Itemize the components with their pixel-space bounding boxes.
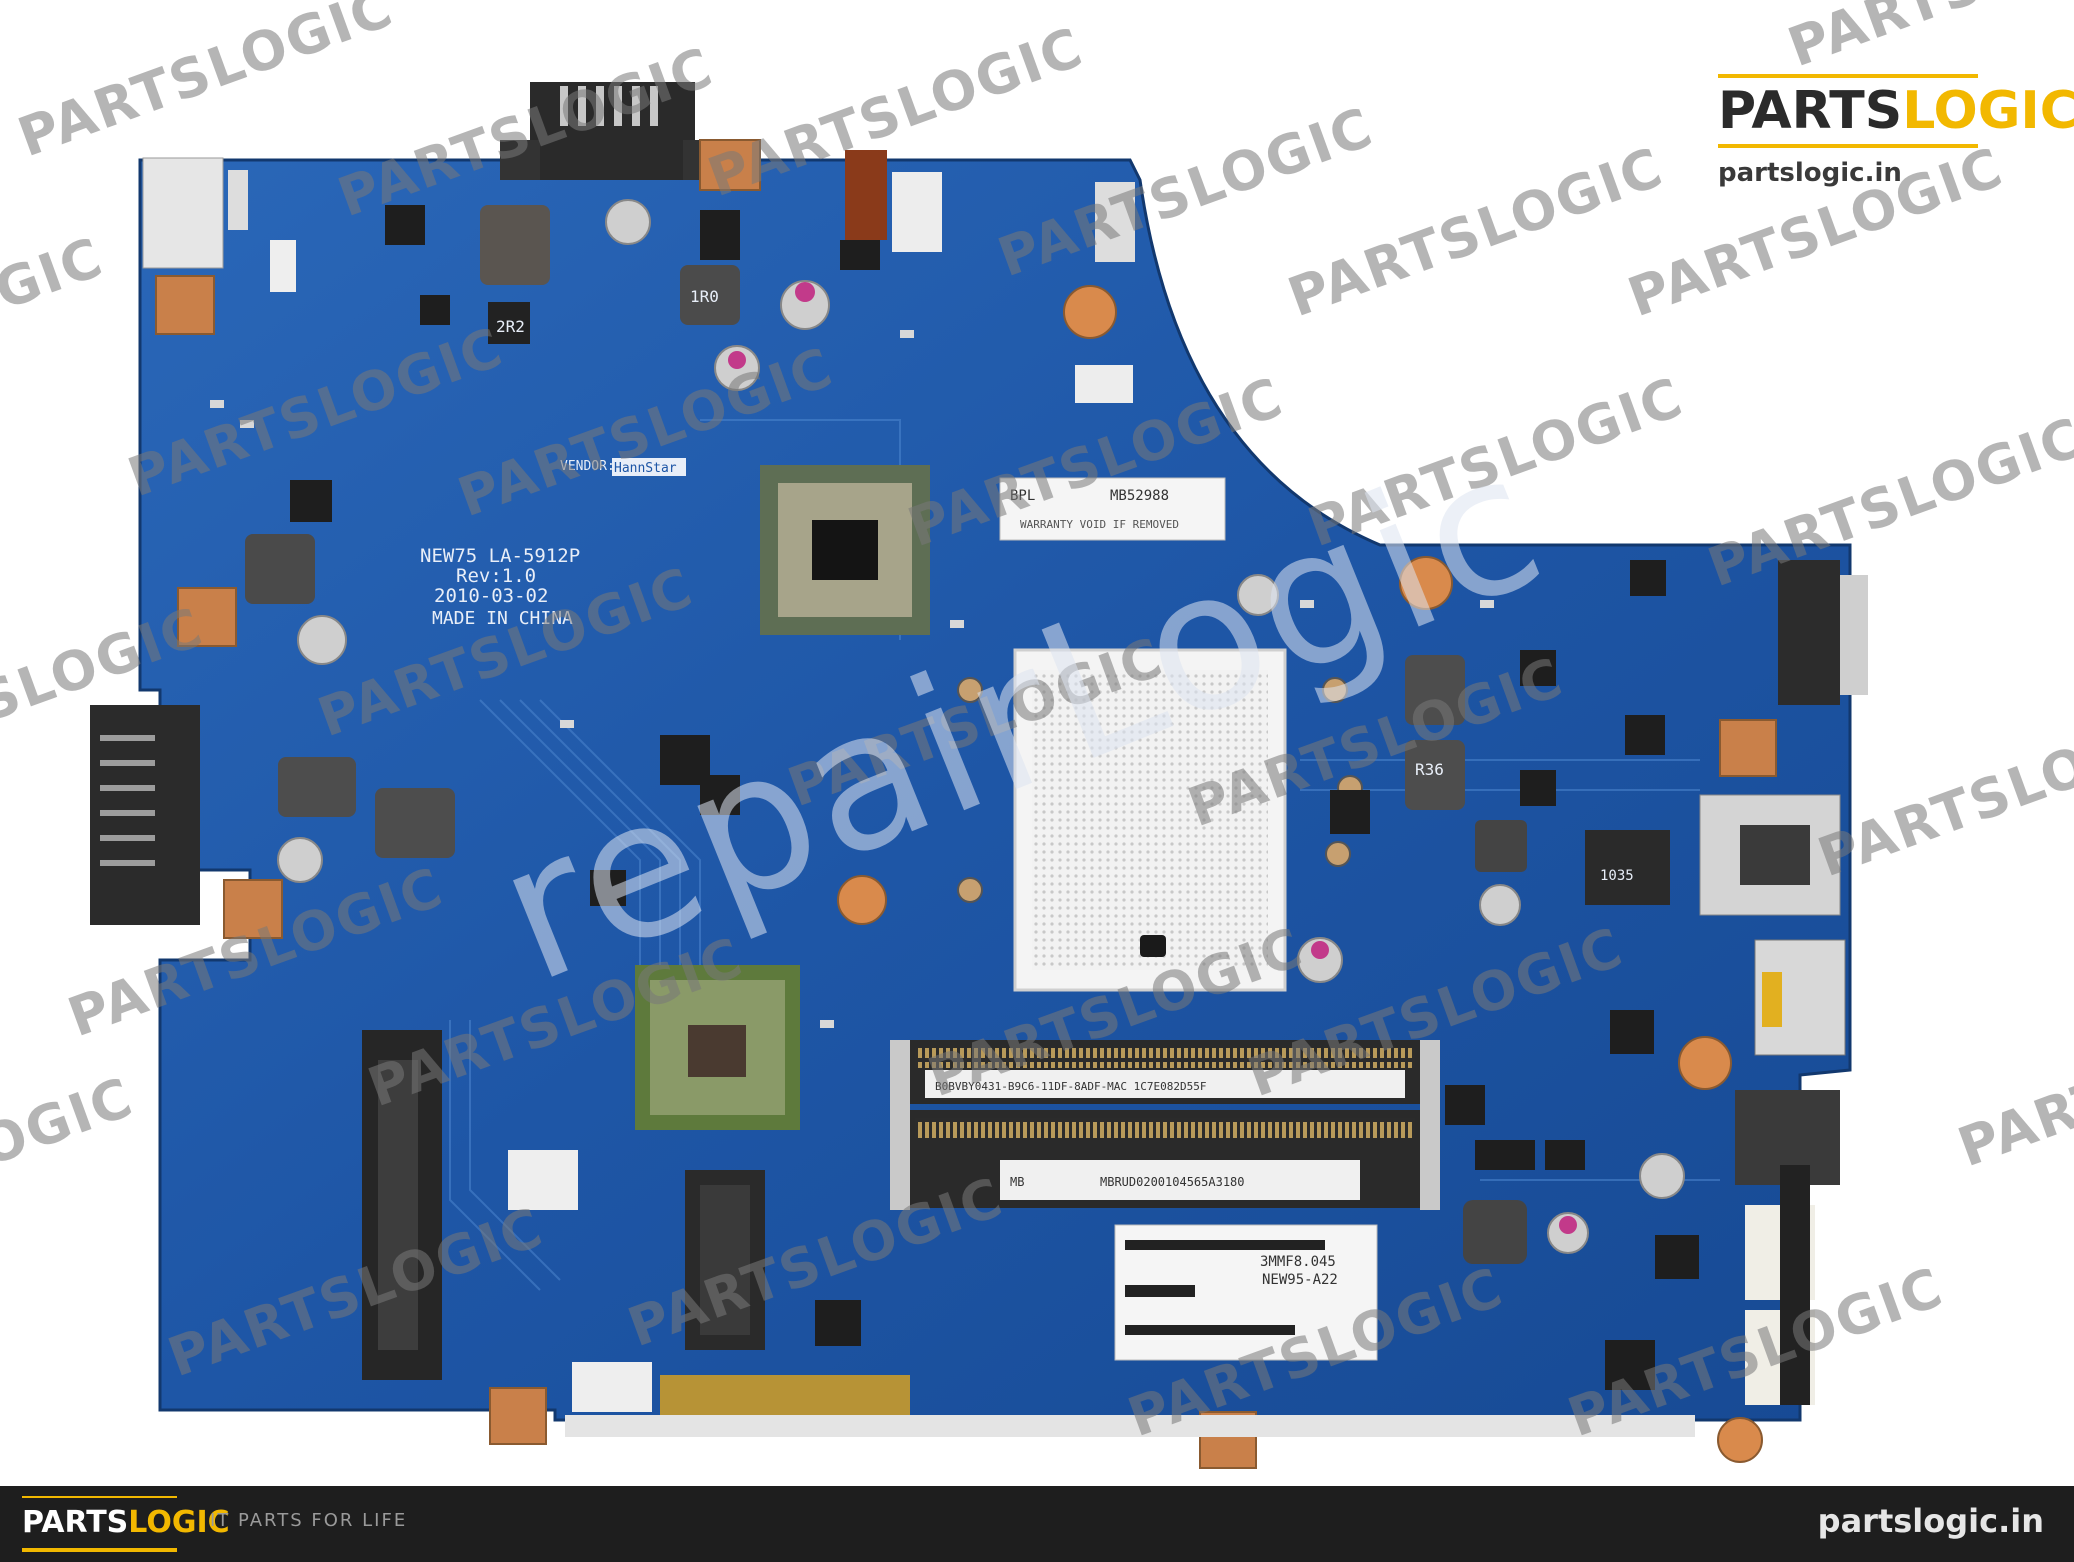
mb-serial: MBRUD0200104565A3180	[1100, 1175, 1245, 1189]
mb-prefix: MB	[1010, 1175, 1024, 1189]
vendor-label: VENDOR:	[560, 459, 615, 474]
inductor-label-r36: R36	[1415, 760, 1444, 779]
inductor-label-1r0: 1R0	[690, 287, 719, 306]
sticker-warranty: WARRANTY VOID IF REMOVED	[1020, 518, 1179, 531]
sticker-code: MB52988	[1110, 488, 1169, 504]
inductor-label-2r2: 2R2	[496, 317, 525, 336]
board-rev: Rev:1.0	[456, 565, 536, 587]
cap-code: 1035	[1600, 868, 1634, 884]
board-model: NEW75 LA-5912P	[420, 545, 580, 567]
footer-bar: PARTSLOGIC IT PARTS FOR LIFE partslogic.…	[0, 1486, 2074, 1562]
top-left-connector	[142, 157, 224, 269]
warranty-sticker	[999, 477, 1226, 541]
board-date: 2010-03-02	[434, 585, 548, 607]
logo-part-2: LOGIC	[1902, 81, 2074, 141]
mount-pad	[155, 275, 215, 335]
footer-logo-part-1: PARTS	[22, 1505, 129, 1540]
logo-part-1: PARTS	[1718, 81, 1903, 141]
inductor	[480, 205, 550, 285]
brand-url: partslogic.in	[1718, 158, 1902, 188]
footer-logo-part-2: LOGIC	[128, 1505, 230, 1540]
mac-label: B0BVBY0431-B9C6-11DF-8ADF-MAC 1C7E082D55…	[935, 1080, 1207, 1093]
footer-url[interactable]: partslogic.in	[1817, 1502, 2044, 1540]
vga-port	[1778, 560, 1840, 705]
footer-tagline: IT PARTS FOR LIFE	[210, 1510, 408, 1531]
sticker-tag: BPL	[1010, 488, 1035, 504]
brand-logo: PARTSLOGIC partslogic.in	[1718, 74, 2074, 188]
model-label: NEW95-A22	[1262, 1272, 1338, 1288]
board-origin: MADE IN CHINA	[432, 608, 573, 629]
power-connector	[530, 82, 695, 180]
vendor-name: HannStar	[614, 461, 677, 476]
lot-label: 3MMF8.045	[1260, 1254, 1336, 1270]
footer-logo: PARTSLOGIC	[22, 1496, 230, 1552]
